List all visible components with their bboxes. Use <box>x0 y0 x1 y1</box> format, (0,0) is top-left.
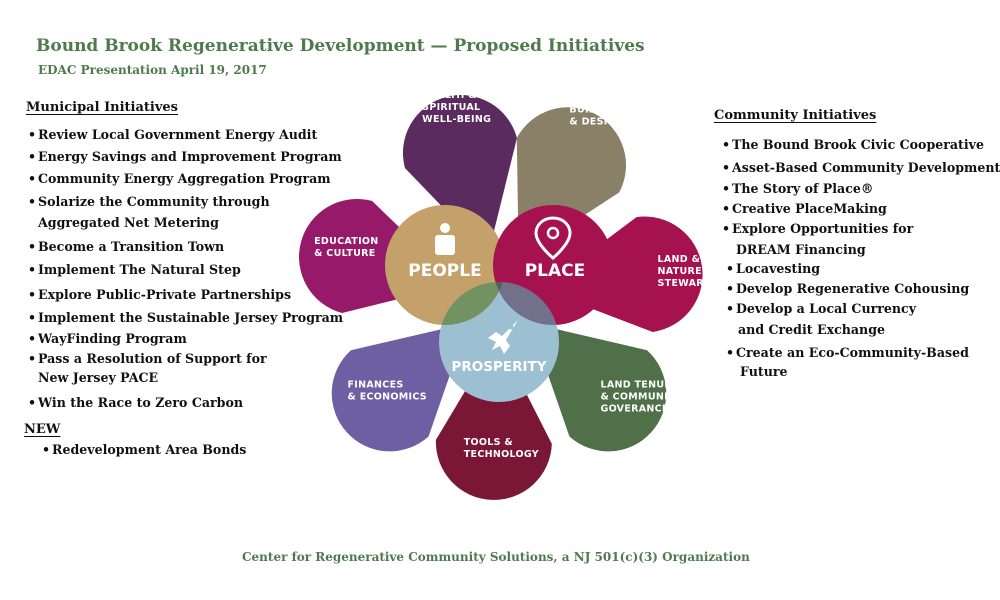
petal-label: NATURE <box>658 266 702 277</box>
petal-label: TOOLS & <box>464 437 513 448</box>
petal-label: SPIRITUAL <box>422 102 480 113</box>
bullet-icon: • <box>28 310 37 325</box>
bullet-icon: • <box>28 171 37 186</box>
place-label: PLACE <box>525 261 586 281</box>
bullet-icon: • <box>28 127 37 142</box>
bullet-icon: • <box>28 395 37 410</box>
petal-label: & CULTURE <box>314 248 375 259</box>
list-item-continuation: and Credit Exchange <box>738 322 886 337</box>
list-item: •Locavesting <box>726 259 820 279</box>
list-item: •The Bound Brook Civic Cooperative <box>722 135 984 155</box>
footer-text: Center for Regenerative Community Soluti… <box>242 550 750 564</box>
page-subtitle: EDAC Presentation April 19, 2017 <box>38 63 267 77</box>
overlap-people-prosperity <box>439 282 505 325</box>
petal-shape <box>536 327 667 452</box>
list-item: •Develop a Local Currency <box>726 299 916 319</box>
bullet-icon: • <box>722 221 731 236</box>
list-item: •Review Local Government Energy Audit <box>28 125 317 145</box>
petal-label: HEALTH & <box>422 90 477 101</box>
list-item: •Asset-Based Community Development <box>722 158 1000 178</box>
list-item-continuation: DREAM Financing <box>736 242 866 257</box>
location-pin-icon <box>534 216 572 260</box>
petal-label: STEWARDSHIP <box>658 278 730 289</box>
petal-label: & ECONOMICS <box>348 391 427 402</box>
new-heading: NEW <box>24 422 61 437</box>
bullet-icon: • <box>722 137 731 152</box>
page-title: Bound Brook Regenerative Development — P… <box>36 36 645 56</box>
bullet-icon: • <box>28 239 37 254</box>
list-item: •Implement The Natural Step <box>28 260 241 280</box>
bullet-icon: • <box>726 345 735 360</box>
list-item-continuation: New Jersey PACE <box>38 370 159 385</box>
bullet-icon: • <box>722 201 731 216</box>
list-item: •Solarize the Community through <box>28 192 270 212</box>
list-item: •Create an Eco-Community-Based <box>726 343 969 363</box>
person-icon <box>435 223 455 255</box>
petal-label: & COMMUNITY <box>600 391 681 402</box>
petal-label: BUILDING <box>569 105 623 116</box>
list-item: •Pass a Resolution of Support for <box>28 349 267 369</box>
bullet-icon: • <box>28 287 37 302</box>
bullet-icon: • <box>42 442 51 457</box>
petal <box>536 327 667 452</box>
petal-label: LAND TENURE <box>600 379 678 390</box>
list-item: •Energy Savings and Improvement Program <box>28 147 342 167</box>
bullet-icon: • <box>726 301 735 316</box>
bullet-icon: • <box>28 194 37 209</box>
petal-label: EDUCATION <box>314 236 378 247</box>
bullet-icon: • <box>28 331 37 346</box>
petal-label: & DESIGN <box>569 117 624 128</box>
center-circles <box>385 205 613 402</box>
petal-label: WELL-BEING <box>422 114 491 125</box>
petal <box>331 327 462 452</box>
list-item: •Develop Regenerative Cohousing <box>726 279 969 299</box>
prosperity-label: PROSPERITY <box>451 359 546 375</box>
list-item: •Explore Public-Private Partnerships <box>28 285 291 305</box>
list-item: •Implement the Sustainable Jersey Progra… <box>28 308 343 328</box>
bullet-icon: • <box>722 181 731 196</box>
bullet-icon: • <box>28 262 37 277</box>
petal-shape <box>331 327 462 452</box>
list-item: •Redevelopment Area Bonds <box>42 440 246 460</box>
rocket-icon <box>488 320 518 354</box>
list-item: •Become a Transition Town <box>28 237 224 257</box>
list-item: •Win the Race to Zero Carbon <box>28 393 243 413</box>
community-heading: Community Initiatives <box>714 108 877 123</box>
bullet-icon: • <box>28 149 37 164</box>
bullet-icon: • <box>726 281 735 296</box>
petal-label: GOVERANCE <box>600 403 668 414</box>
people-label: PEOPLE <box>408 261 481 281</box>
list-item: •Creative PlaceMaking <box>722 199 887 219</box>
list-item-continuation: Aggregated Net Metering <box>38 215 219 230</box>
bullet-icon: • <box>726 261 735 276</box>
list-item: •WayFinding Program <box>28 329 187 349</box>
petal-label: TECHNOLOGY <box>464 449 539 460</box>
bullet-icon: • <box>722 160 731 175</box>
list-item: •The Story of Place® <box>722 179 873 199</box>
petal-label: FINANCES <box>348 379 404 390</box>
overlap-place-prosperity <box>493 282 559 325</box>
bullet-icon: • <box>28 351 37 366</box>
list-item-continuation: Future <box>740 364 788 379</box>
petal <box>403 95 517 240</box>
municipal-heading: Municipal Initiatives <box>26 100 178 115</box>
list-item: •Explore Opportunities for <box>722 219 913 239</box>
petal-shape <box>403 95 517 240</box>
list-item: •Community Energy Aggregation Program <box>28 169 331 189</box>
petal-label: LAND & <box>658 254 701 265</box>
